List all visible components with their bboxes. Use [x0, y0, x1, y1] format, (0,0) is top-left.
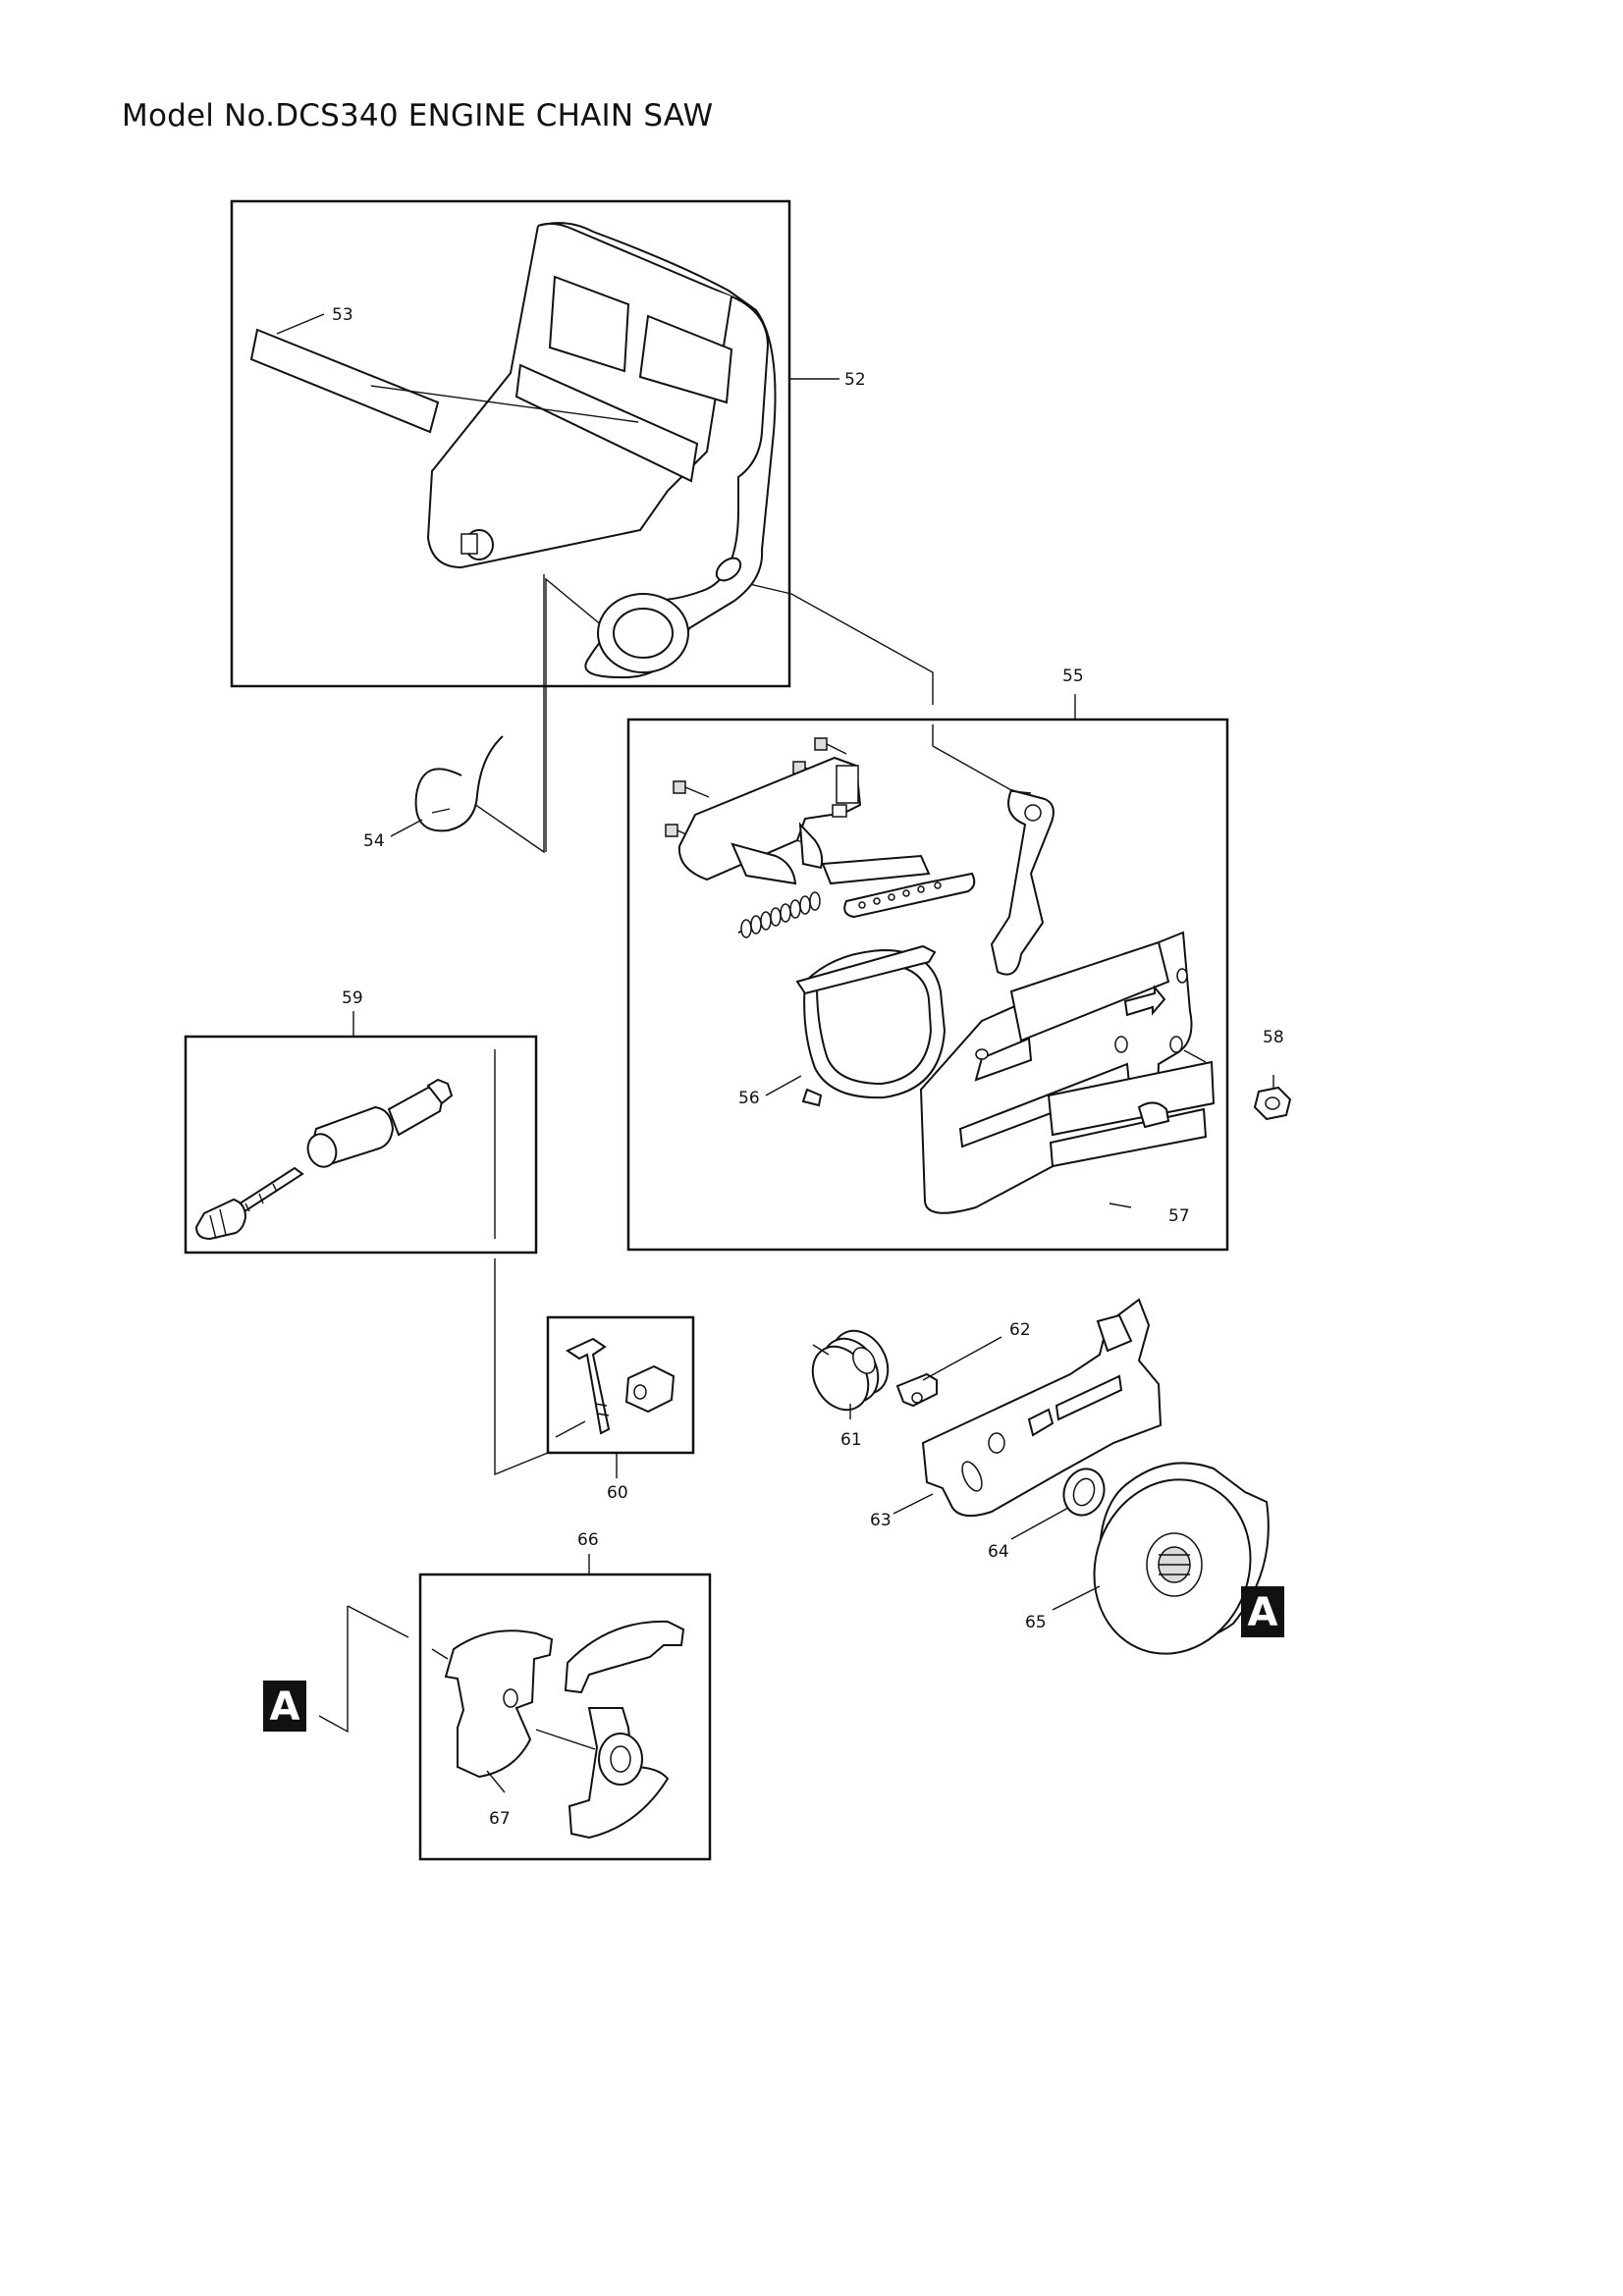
part-52-front-handle — [426, 222, 777, 679]
part-label-63: 63 — [870, 1511, 892, 1530]
marker-a-left: A — [263, 1681, 306, 1732]
part-label-65: 65 — [1025, 1613, 1047, 1632]
part-label-64: 64 — [988, 1542, 1009, 1562]
part-62-bracket — [895, 1336, 1002, 1408]
part-label-59: 59 — [342, 988, 363, 1008]
part-label-58: 58 — [1263, 1028, 1284, 1047]
part-66-clutch-shoes — [431, 1620, 685, 1840]
svg-text:A: A — [270, 1684, 300, 1730]
part-label-55: 55 — [1062, 667, 1084, 686]
part-58-nut — [1253, 1086, 1292, 1121]
connector-lines — [318, 378, 1274, 1734]
part-label-60: 60 — [607, 1483, 628, 1503]
group-box-59 — [184, 1035, 538, 1255]
group-box-52 — [230, 199, 791, 688]
page-title: Model No.DCS340 ENGINE CHAIN SAW — [122, 98, 714, 133]
part-label-57: 57 — [1168, 1206, 1190, 1226]
part-label-52: 52 — [844, 370, 866, 390]
svg-text:A: A — [1248, 1590, 1278, 1635]
part-label-67: 67 — [489, 1809, 511, 1829]
part-64-washer — [1010, 1468, 1106, 1540]
part-54-clip — [390, 735, 504, 837]
part-label-53: 53 — [332, 305, 353, 325]
group-box-66 — [418, 1573, 712, 1861]
marker-a-right: A — [1241, 1586, 1284, 1637]
group-box-60 — [546, 1315, 695, 1455]
part-61-worm — [811, 1329, 890, 1419]
part-label-62: 62 — [1009, 1320, 1031, 1340]
part-63-plate — [893, 1298, 1163, 1518]
part-label-56: 56 — [738, 1089, 760, 1108]
group-box-55 — [626, 718, 1229, 1252]
part-label-61: 61 — [840, 1430, 862, 1450]
part-53-label — [249, 313, 639, 434]
part-55-chain-brake-assembly — [665, 737, 1216, 1214]
part-label-66: 66 — [577, 1530, 599, 1550]
part-label-54: 54 — [363, 831, 385, 851]
part-60-key — [555, 1337, 676, 1438]
part-labels: 53 52 54 55 56 57 58 59 60 61 62 63 64 6… — [332, 305, 1284, 1829]
part-59-adjuster — [194, 1078, 454, 1241]
part-65-clutch-drum — [1052, 1462, 1270, 1655]
